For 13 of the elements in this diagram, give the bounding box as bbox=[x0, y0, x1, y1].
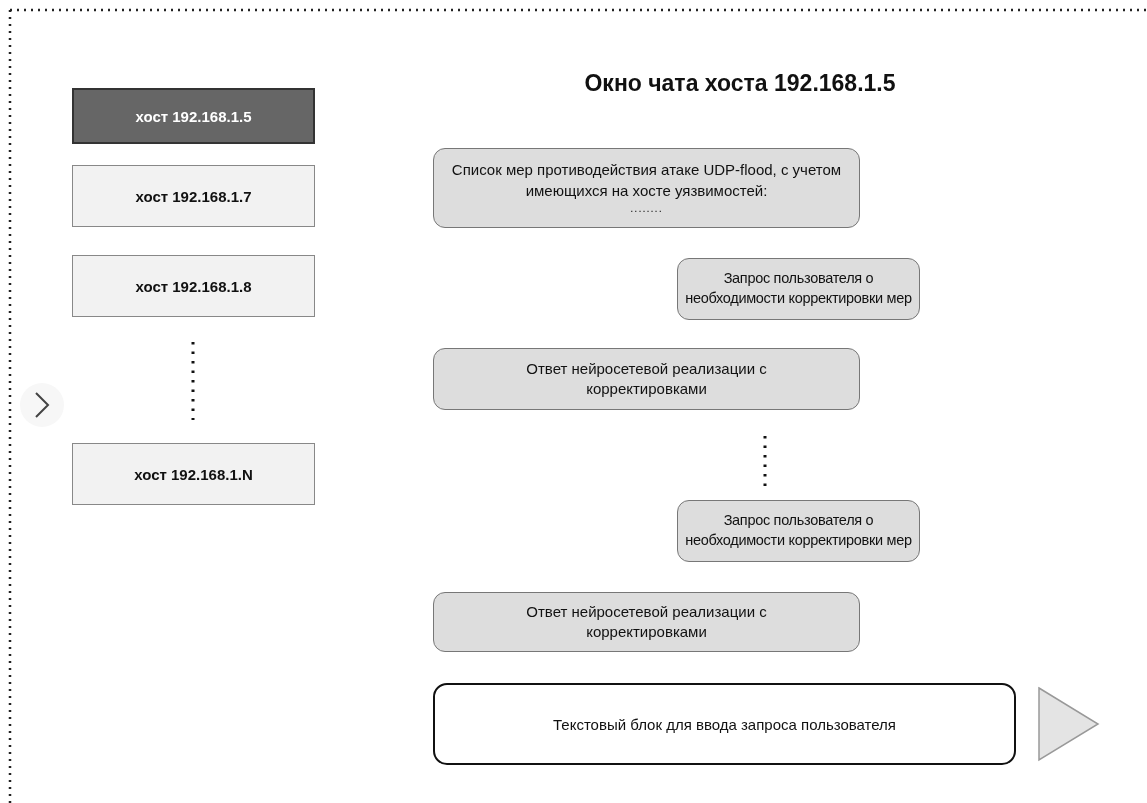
input-field: Текстовый блок для ввода запроса пользователя bbox=[433, 683, 1016, 765]
chat-title: Окно чата хоста 192.168.1.5 bbox=[583, 70, 897, 97]
reply-bubble bbox=[433, 148, 860, 228]
message-text: Список мер противодействия атаке UDP-flood, с учетом имеющихся на хосте уязвимостей: bbox=[450, 160, 843, 201]
selected-host-tab: хост 192.168.1.5 bbox=[72, 88, 315, 144]
reply-bubble: Ответ нейросетевой реализации с корректировками bbox=[433, 592, 860, 652]
ellipsis-text: ........ bbox=[630, 200, 663, 216]
reply-bubble: Ответ нейросетевой реализации с корректировками bbox=[433, 348, 860, 410]
request-bubble: Запрос пользователя о необходимости корректировки мер bbox=[677, 258, 920, 320]
host-tab: хост 192.168.1.7 bbox=[72, 165, 315, 227]
host-tab: хост 192.168.1.8 bbox=[72, 255, 315, 317]
host-tab: хост 192.168.1.N bbox=[72, 443, 315, 505]
request-bubble: Запрос пользователя о необходимости корректировки мер bbox=[677, 500, 920, 562]
